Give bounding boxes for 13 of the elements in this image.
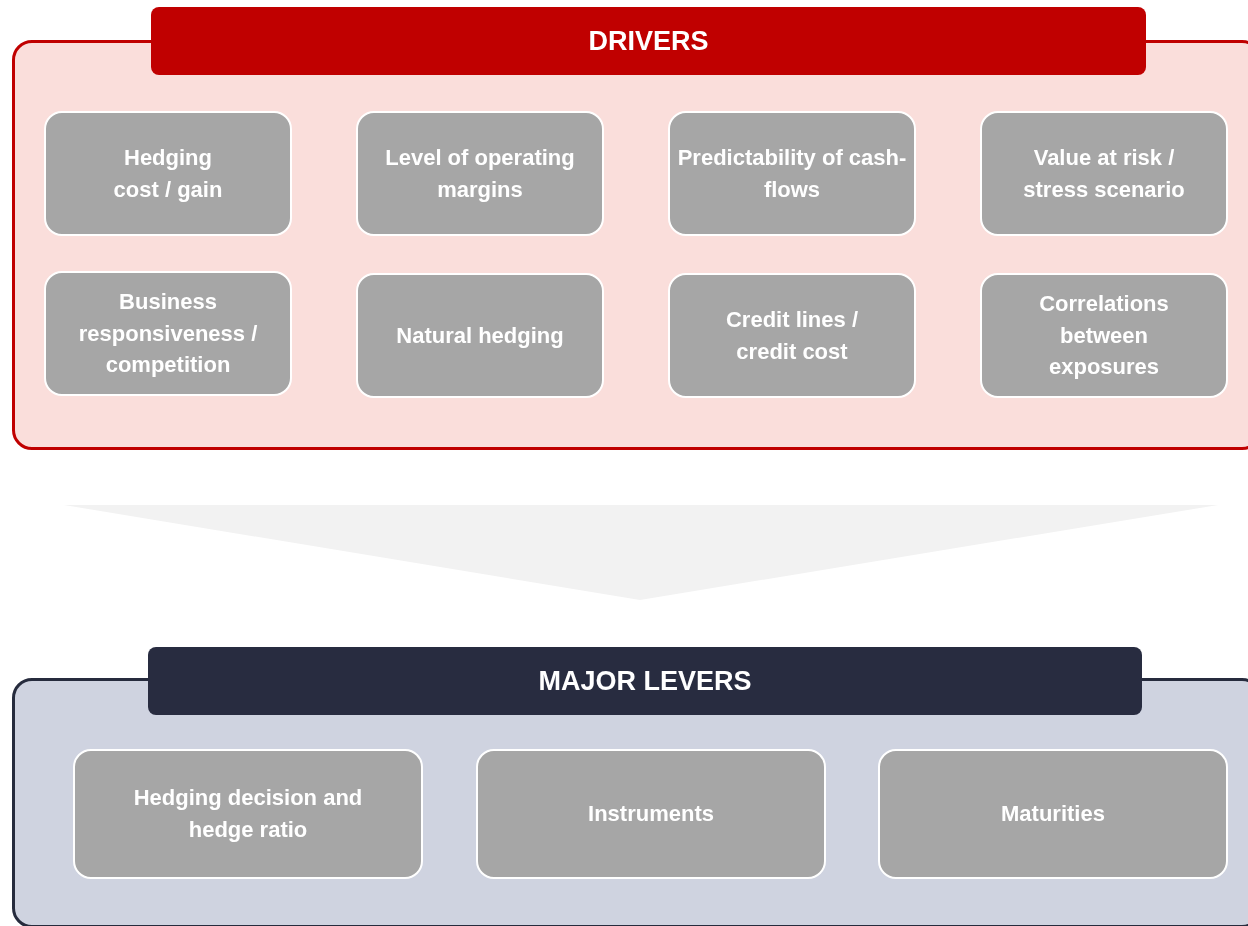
factor-box: Hedging decision and hedge ratio (73, 749, 423, 879)
factor-box: Hedging cost / gain (44, 111, 292, 236)
panel-header: MAJOR LEVERS (148, 647, 1142, 715)
factor-box: Correlations between exposures (980, 273, 1228, 398)
factor-box: Credit lines / credit cost (668, 273, 916, 398)
panel-header: DRIVERS (151, 7, 1146, 75)
factor-box: Value at risk / stress scenario (980, 111, 1228, 236)
factor-box: Level of operating margins (356, 111, 604, 236)
factor-box: Instruments (476, 749, 826, 879)
factor-box: Natural hedging (356, 273, 604, 398)
factor-box: Business responsiveness / competition (44, 271, 292, 396)
factor-box: Maturities (878, 749, 1228, 879)
factor-box: Predictability of cash-flows (668, 111, 916, 236)
